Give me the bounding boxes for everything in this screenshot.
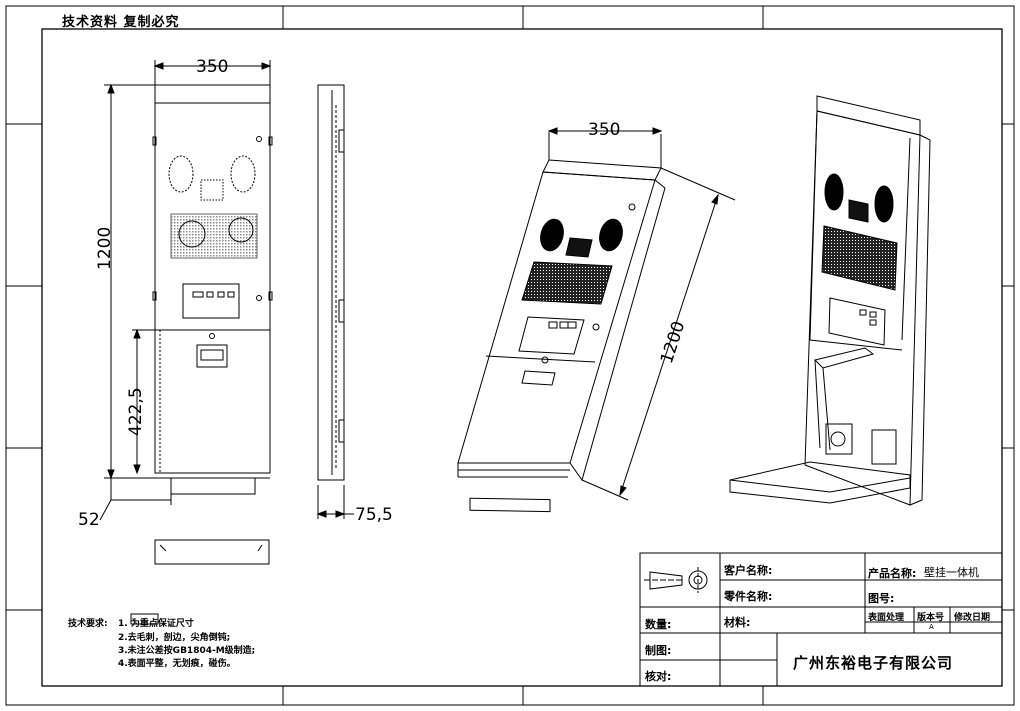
note-4: 4.表面平整，无划痕，碰伤。: [118, 659, 236, 669]
title-block-lines: [639, 552, 1003, 687]
drawn-label: 制图:: [645, 644, 672, 657]
dim-side-depth: 75,5: [355, 505, 393, 525]
inner-frame: [41, 28, 1003, 687]
front-view: [152, 84, 273, 495]
notes-title: 技术要求:: [68, 619, 108, 629]
dim-lower-height: 422,5: [126, 387, 146, 436]
drawing-no-label: 图号:: [868, 592, 895, 605]
open-view: [729, 95, 931, 506]
dim-front-height: 1200: [95, 226, 115, 270]
bracket-part: [154, 539, 270, 565]
front-dimensions: [99, 60, 272, 521]
part-label: 零件名称:: [724, 590, 773, 603]
dim-iso-width: 350: [588, 120, 621, 140]
version-value: A: [929, 623, 934, 631]
customer-label: 客户名称:: [724, 564, 773, 577]
iso-view: [457, 127, 736, 513]
checked-label: 核对:: [645, 670, 672, 683]
note-key-box: [130, 613, 159, 625]
surface-label: 表面处理: [868, 613, 905, 623]
material-label: 材料:: [724, 616, 751, 629]
quantity-label: 数量:: [645, 618, 672, 631]
note-2: 2.去毛刺，剖边，尖角倒钝;: [118, 633, 231, 643]
revision-date-label: 修改日期: [954, 613, 991, 623]
note-3: 3.未注公差按GB1804-M级制造;: [118, 646, 256, 656]
header-text: 技术资料 复制必究: [62, 15, 180, 30]
dim-bottom-offset: 52: [78, 510, 100, 530]
version-label: 版本号: [917, 613, 945, 623]
dim-front-width: 350: [196, 57, 229, 77]
product-label: 产品名称:: [868, 567, 917, 580]
side-view: [316, 84, 354, 519]
company-name: 广州东裕电子有限公司: [793, 654, 954, 672]
note-1: 1. 为重点保证尺寸: [118, 619, 194, 629]
outer-frame: [5, 5, 1015, 706]
product-value: 壁挂一体机: [924, 566, 979, 579]
